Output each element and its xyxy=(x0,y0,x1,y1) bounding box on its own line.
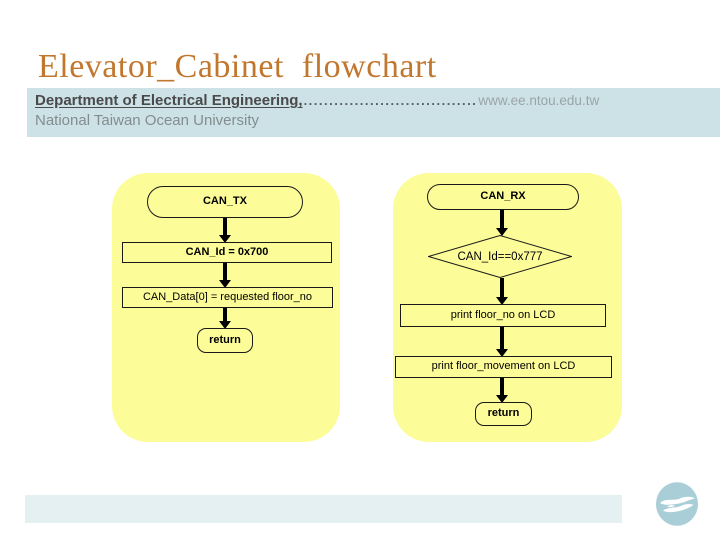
department-text: Department of Electrical Engineering, xyxy=(35,92,303,109)
node-can-rx-terminator: CAN_RX xyxy=(427,184,579,210)
flow-arrow xyxy=(219,308,231,329)
footer-bar xyxy=(25,495,622,523)
node-return-tx: return xyxy=(197,328,253,353)
website-url: www.ee.ntou.edu.tw xyxy=(478,93,600,108)
node-return-rx: return xyxy=(475,402,532,426)
flow-arrow xyxy=(496,327,508,357)
leader-dots: .................................. xyxy=(303,93,478,108)
flow-arrow xyxy=(496,278,508,305)
decision-label: CAN_Id==0x777 xyxy=(457,250,543,263)
diamond-shape xyxy=(428,235,572,278)
flow-arrow xyxy=(496,378,508,403)
node-print-floor-movement: print floor_movement on LCD xyxy=(395,356,612,378)
node-print-floor-no: print floor_no on LCD xyxy=(400,304,606,327)
node-can-id-decision: CAN_Id==0x777 xyxy=(428,235,572,278)
node-can-tx-terminator: CAN_TX xyxy=(147,186,303,218)
university-text: National Taiwan Ocean University xyxy=(35,112,259,129)
header-banner: Department of Electrical Engineering, ..… xyxy=(27,88,720,137)
flow-arrow xyxy=(219,263,231,288)
slide-title: Elevator_Cabinet flowchart xyxy=(38,48,437,85)
banner-line1: Department of Electrical Engineering, ..… xyxy=(35,92,720,109)
node-can-id-assign: CAN_Id = 0x700 xyxy=(122,242,332,263)
ntou-wave-logo-icon xyxy=(656,482,698,526)
node-can-data-assign: CAN_Data[0] = requested floor_no xyxy=(122,287,333,308)
flow-arrow xyxy=(219,218,231,243)
flow-arrow xyxy=(496,210,508,236)
